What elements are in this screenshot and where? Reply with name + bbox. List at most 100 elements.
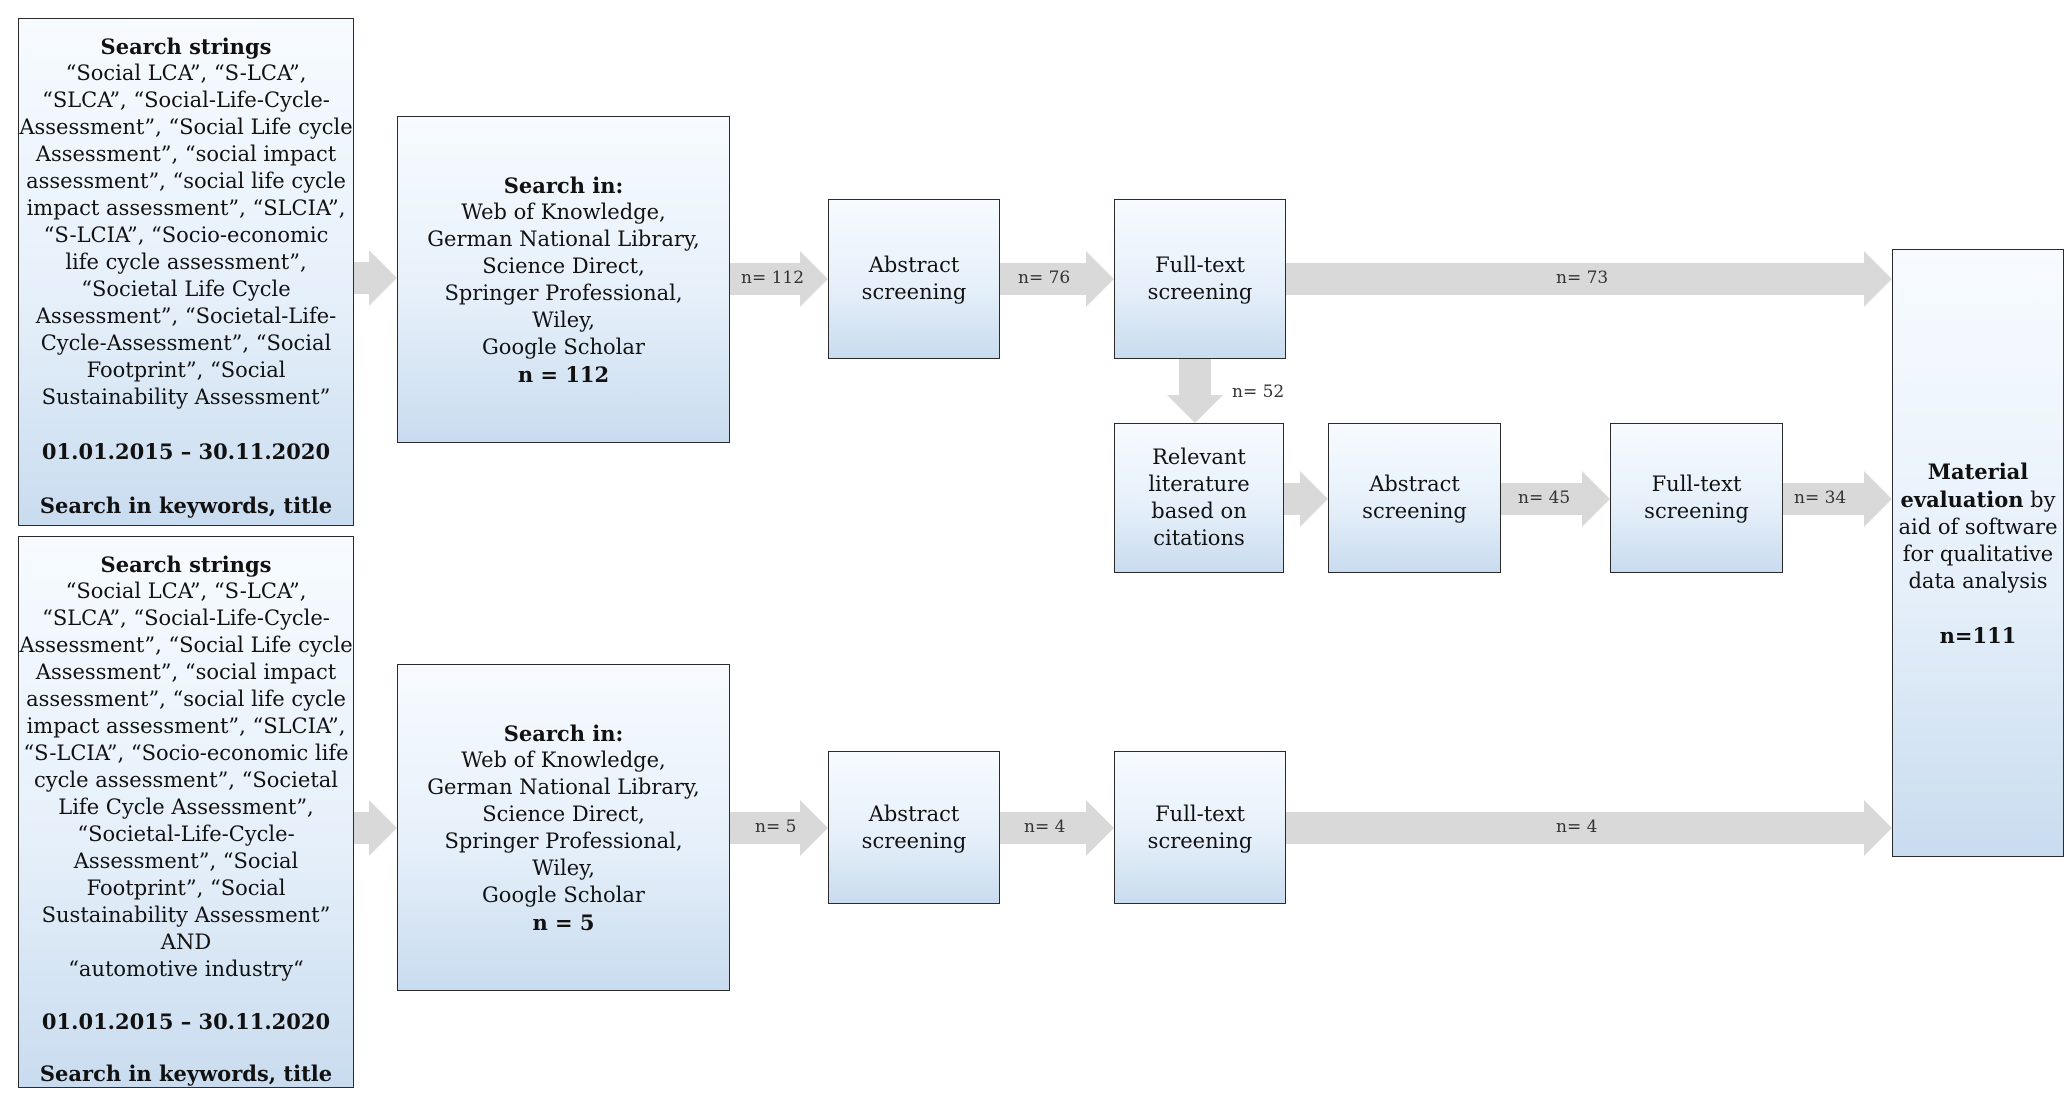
query-box-top: Search strings “Social LCA”, “S-LCA”, “S… — [18, 18, 354, 526]
final-title-bold: Material — [1927, 458, 2029, 484]
box-label: literature — [1148, 472, 1250, 496]
query-top-line: “Social LCA”, “S-LCA”, — [65, 61, 307, 85]
query-bottom-line: Assessment”, “Social — [73, 849, 299, 873]
final-line: data analysis — [1908, 568, 2048, 593]
query-top-line: Footprint”, “Social — [86, 358, 286, 382]
query-top-date: 01.01.2015 – 30.11.2020 — [41, 439, 331, 464]
label-n34: n= 34 — [1794, 488, 1847, 508]
query-top-line: life cycle assessment”, — [65, 250, 307, 274]
label-n45: n= 45 — [1518, 488, 1571, 508]
query-bottom-line: “Societal-Life-Cycle- — [77, 822, 295, 846]
search-top-source: Web of Knowledge, — [461, 199, 666, 224]
arrow-abstract-mid-to-fulltext-mid — [1501, 471, 1610, 527]
box-label: Full-text — [1155, 253, 1245, 277]
box-label: Abstract — [868, 801, 960, 826]
box-label: Full-text — [1155, 801, 1245, 826]
query-bottom-line: “Social LCA”, “S-LCA”, — [65, 579, 307, 603]
label-n52: n= 52 — [1232, 382, 1285, 402]
box-label: based on — [1151, 499, 1247, 523]
final-count: n=111 — [1939, 622, 2017, 648]
query-top-scope: Search in keywords, title — [39, 493, 333, 518]
final-title-bold2: evaluation — [1900, 486, 2024, 512]
query-bottom-scope: Search in keywords, title — [39, 1061, 333, 1086]
arrow-fulltext-top-down — [1167, 359, 1223, 423]
search-bottom-source: Wiley, — [532, 855, 595, 880]
label-n73: n= 73 — [1556, 268, 1609, 288]
abstract-screening-mid: Abstract screening — [1328, 423, 1501, 573]
query-bottom-line: cycle assessment”, “Societal — [34, 768, 338, 792]
query-bottom-date: 01.01.2015 – 30.11.2020 — [41, 1009, 331, 1034]
arrow-query-bottom — [354, 800, 397, 856]
label-n112: n= 112 — [741, 268, 805, 288]
query-bottom-line: Footprint”, “Social — [86, 876, 286, 900]
search-bottom-source: German National Library, — [427, 774, 700, 799]
arrow-fulltext-top-to-final — [1286, 251, 1892, 307]
box-label: screening — [1147, 280, 1253, 304]
label-n5: n= 5 — [755, 817, 797, 837]
query-bottom-line: “S-LCIA”, “Socio-economic life — [23, 741, 349, 765]
query-bottom-line: “SLCA”, “Social-Life-Cycle- — [42, 606, 330, 630]
arrow-abstract-to-fulltext-bottom — [1000, 800, 1114, 856]
query-bottom-line: “automotive industry“ — [68, 957, 304, 981]
query-bottom-line: impact assessment”, “SLCIA”, — [26, 714, 346, 738]
final-line: for qualitative — [1902, 541, 2054, 566]
search-top-source: Springer Professional, — [444, 280, 683, 305]
query-bottom-line: Assessment”, “social impact — [35, 660, 337, 684]
query-bottom-line: assessment”, “social life cycle — [26, 687, 346, 711]
search-bottom-count: n = 5 — [532, 909, 595, 935]
query-top-line: Assessment”, “social impact — [35, 142, 337, 166]
query-top-line: “Societal Life Cycle — [81, 277, 291, 301]
box-label: screening — [1147, 828, 1253, 853]
query-bottom-line: AND — [160, 930, 212, 954]
arrow-search-to-abstract-top — [730, 251, 828, 307]
query-bottom-line: Sustainability Assessment” — [41, 903, 331, 927]
box-label: citations — [1153, 526, 1245, 550]
search-bottom-source: Web of Knowledge, — [461, 747, 666, 772]
search-top-source: German National Library, — [427, 226, 700, 251]
fulltext-screening-bottom: Full-text screening — [1114, 751, 1286, 904]
material-evaluation-box: Material evaluation by aid of software f… — [1892, 249, 2064, 857]
arrow-query-top — [354, 250, 397, 306]
label-n4-b: n= 4 — [1556, 817, 1598, 837]
query-top-line: “S-LCIA”, “Socio-economic — [43, 223, 329, 247]
box-label: screening — [861, 280, 967, 304]
box-label: screening — [1362, 499, 1467, 523]
search-box-top: Search in: Web of Knowledge, German Nati… — [397, 116, 730, 443]
arrow-search-to-abstract-bottom — [730, 800, 828, 856]
search-top-source: Google Scholar — [482, 334, 645, 359]
query-bottom-line: Assessment”, “Social Life cycle — [19, 633, 353, 657]
query-top-heading: Search strings — [100, 34, 272, 59]
fulltext-screening-mid: Full-text screening — [1610, 423, 1783, 573]
final-title-rest: by — [2023, 487, 2056, 512]
fulltext-screening-top: Full-text screening — [1114, 199, 1286, 359]
final-title-line: Material — [1928, 458, 2029, 486]
search-top-source: Science Direct, — [482, 253, 645, 278]
box-label: screening — [861, 828, 967, 853]
relevant-literature-box: Relevant literature based on citations — [1114, 423, 1284, 573]
query-top-line: “SLCA”, “Social-Life-Cycle- — [42, 88, 330, 112]
box-label: Abstract — [1369, 472, 1460, 496]
arrow-abstract-to-fulltext-top — [1000, 251, 1114, 307]
search-box-bottom: Search in: Web of Knowledge, German Nati… — [397, 664, 730, 991]
query-top-line: impact assessment”, “SLCIA”, — [26, 196, 346, 220]
search-top-count: n = 112 — [517, 361, 610, 387]
label-n4-a: n= 4 — [1024, 817, 1066, 837]
query-top-line: Sustainability Assessment” — [41, 385, 331, 409]
final-title-line2: evaluation by — [1901, 486, 2056, 514]
search-top-source: Wiley, — [532, 307, 595, 332]
arrow-fulltext-bottom-to-final — [1286, 800, 1892, 856]
query-top-line: Cycle-Assessment”, “Social — [40, 331, 332, 355]
box-label: Abstract — [868, 253, 960, 277]
box-label: Full-text — [1651, 472, 1742, 496]
query-top-line: Assessment”, “Societal-Life- — [35, 304, 337, 328]
abstract-screening-top: Abstract screening — [828, 199, 1000, 359]
arrow-fulltext-mid-to-final — [1783, 471, 1892, 527]
search-top-heading: Search in: — [503, 172, 624, 198]
box-label: screening — [1644, 499, 1749, 523]
query-top-line: Assessment”, “Social Life cycle — [19, 115, 353, 139]
label-n76: n= 76 — [1018, 268, 1071, 288]
search-bottom-source: Google Scholar — [482, 882, 645, 907]
query-box-bottom: Search strings “Social LCA”, “S-LCA”, “S… — [18, 536, 354, 1088]
query-top-line: assessment”, “social life cycle — [26, 169, 346, 193]
query-bottom-heading: Search strings — [100, 552, 272, 577]
